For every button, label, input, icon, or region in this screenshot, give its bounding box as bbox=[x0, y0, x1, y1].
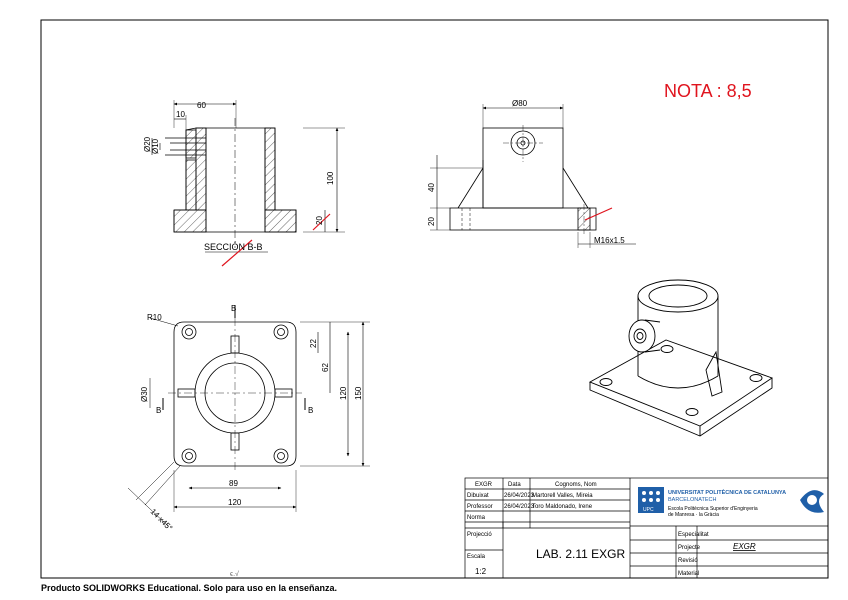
front-view bbox=[430, 104, 636, 248]
cut-label: B bbox=[156, 406, 161, 415]
tb-school-2: de Manresa · la Gràcia bbox=[668, 512, 719, 518]
dim-120v: 120 bbox=[339, 386, 348, 400]
tb-header-names: Cognoms, Nom bbox=[555, 482, 597, 488]
dim-100: 100 bbox=[326, 171, 335, 185]
upc-logo: UPC bbox=[638, 487, 824, 513]
tb-university: UNIVERSITAT POLITÈCNICA DE CATALUNYA bbox=[668, 488, 786, 496]
dim-20b: 20 bbox=[427, 217, 436, 226]
dim-20: 20 bbox=[315, 216, 324, 225]
upc-text: UPC bbox=[643, 507, 654, 513]
section-view bbox=[151, 100, 345, 253]
tb-especialitat: Especialitat bbox=[678, 532, 709, 538]
title-block bbox=[464, 477, 829, 579]
dim-phi20: Ø20 bbox=[143, 136, 152, 152]
dim-89: 89 bbox=[229, 479, 238, 488]
correction-strike bbox=[221, 239, 253, 267]
tb-projecte: Projecte bbox=[678, 545, 701, 551]
tb-dibuixat-date: 26/04/2023 bbox=[504, 493, 535, 499]
tb-escala-value: 1:2 bbox=[475, 567, 487, 576]
dim-chamfer: 14 x45° bbox=[149, 507, 175, 533]
dim-thread: M16x1.5 bbox=[594, 236, 625, 245]
correction-strike bbox=[584, 207, 613, 221]
cut-label: B bbox=[231, 304, 236, 313]
cut-label: B bbox=[308, 406, 313, 415]
dim-10: 10 bbox=[176, 110, 185, 119]
tb-row-professor: Professor bbox=[467, 504, 493, 510]
tb-professor-date: 26/04/2023 bbox=[504, 504, 535, 510]
tb-dibuixat-name: Martorell Valles, Mireia bbox=[532, 493, 593, 499]
tb-header-exgr: EXGR bbox=[475, 482, 493, 488]
dim-150: 150 bbox=[354, 386, 363, 400]
grade-note: NOTA : 8,5 bbox=[664, 81, 752, 101]
tb-professor-name: Toro Maldonado, Irene bbox=[532, 504, 593, 510]
dim-60: 60 bbox=[197, 101, 206, 110]
tb-row-dibuixat: Dibuixat bbox=[467, 493, 489, 499]
tb-projecte-value: EXGR bbox=[733, 542, 756, 551]
tb-revisio: Revisió bbox=[678, 558, 698, 564]
dim-r10: R10 bbox=[147, 313, 162, 322]
tb-row-projeccio: Projecció bbox=[467, 532, 492, 538]
dim-phi10: Ø10 bbox=[151, 138, 160, 154]
dim-40: 40 bbox=[427, 183, 436, 192]
top-view bbox=[127, 305, 370, 527]
tb-material: Material bbox=[678, 571, 699, 577]
isometric-view bbox=[588, 279, 773, 437]
dim-phi30: Ø30 bbox=[140, 386, 149, 402]
sheet-border bbox=[40, 19, 829, 579]
tb-row-norma: Norma bbox=[467, 515, 486, 521]
dim-22: 22 bbox=[309, 339, 318, 348]
tb-row-escala: Escala bbox=[467, 554, 486, 560]
footer-note: Producto SOLIDWORKS Educational. Solo pa… bbox=[41, 583, 338, 593]
tb-school-1: Escola Politècnica Superior d'Enginyeria bbox=[668, 506, 758, 512]
tb-barcelonatech: BARCELONATECH bbox=[668, 497, 717, 503]
correction-strike bbox=[312, 213, 331, 231]
tb-title: LAB. 2.11 EXGR bbox=[536, 547, 625, 561]
dim-120h: 120 bbox=[228, 498, 242, 507]
small-mark: ϵ.√ bbox=[230, 570, 239, 578]
tb-header-data: Data bbox=[508, 482, 521, 488]
dim-phi80: Ø80 bbox=[512, 99, 528, 108]
dim-62: 62 bbox=[321, 363, 330, 372]
section-label: SECCIÓN B-B bbox=[204, 242, 263, 252]
